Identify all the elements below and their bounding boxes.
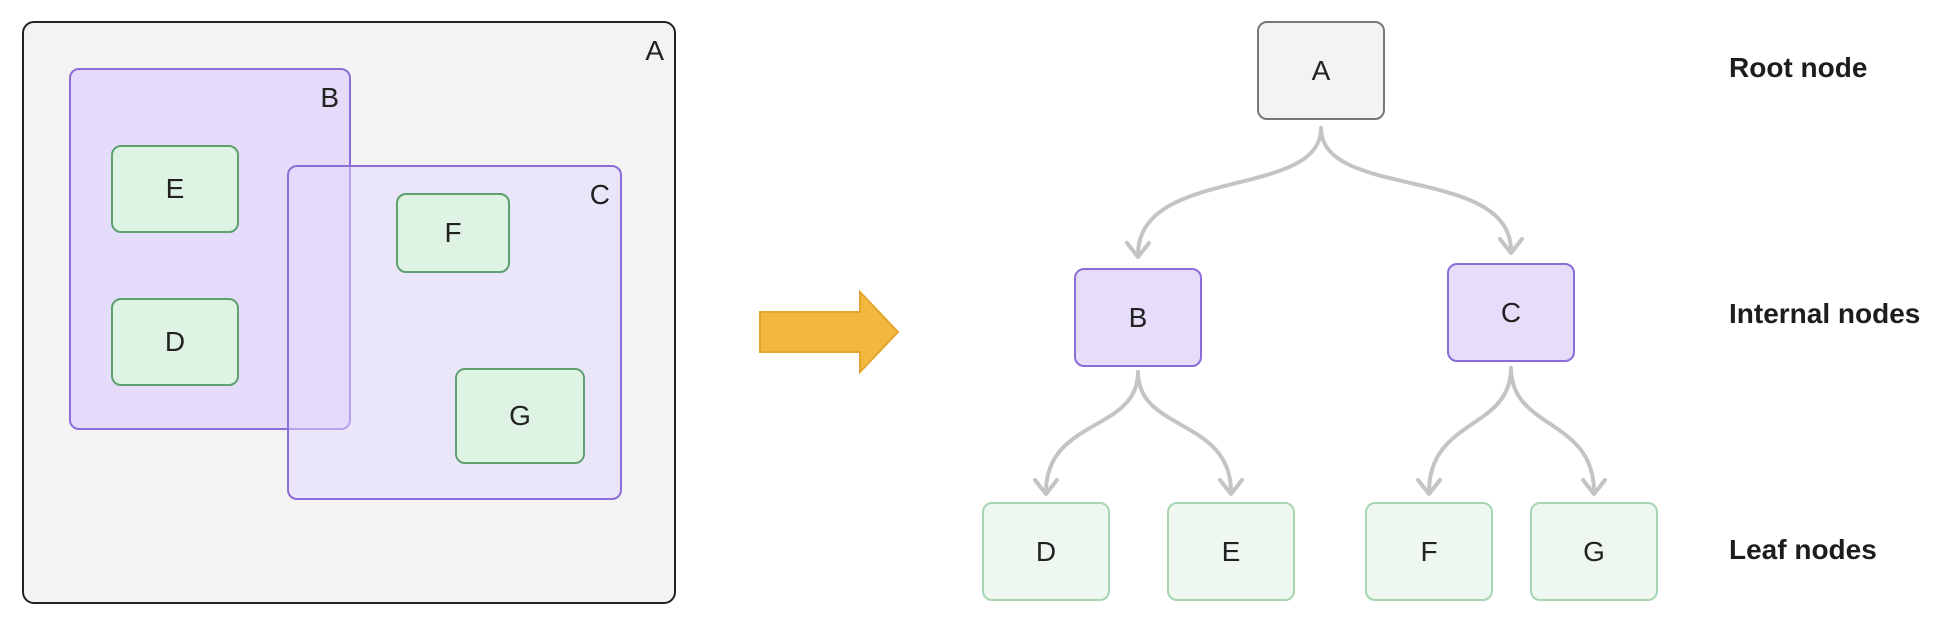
tree-node-leaf-f: F (1365, 502, 1493, 601)
tree-node-internal-c: C (1447, 263, 1575, 362)
tree-node-internal-b: B (1074, 268, 1202, 367)
nested-leaf-d: D (111, 298, 239, 386)
nested-leaf-e-label: E (165, 173, 185, 204)
level-label-internal: Internal nodes (1729, 298, 1921, 329)
set-a-label: A (645, 35, 664, 66)
edge-c-f (1427, 366, 1513, 494)
edge-b-d-arrowhead (1033, 478, 1059, 496)
tree-node-internal-c-label: C (1500, 296, 1522, 328)
tree-node-leaf-e: E (1167, 502, 1295, 601)
edge-a-c (1319, 126, 1513, 253)
nested-leaf-d-label: D (164, 326, 186, 357)
edge-c-g (1509, 366, 1596, 494)
nested-leaf-g-label: G (509, 400, 531, 431)
tree-node-leaf-d-label: D (1035, 535, 1057, 567)
right-arrow-icon (759, 290, 900, 374)
edge-b-e-arrowhead (1218, 478, 1244, 496)
edge-a-c-arrowhead (1498, 237, 1524, 255)
tree-node-leaf-e-label: E (1221, 535, 1241, 567)
tree-node-root-label: A (1311, 54, 1331, 86)
level-label-root: Root node (1729, 52, 1868, 83)
nested-leaf-f-label: F (444, 217, 462, 248)
nested-leaf-e: E (111, 145, 239, 233)
tree-node-leaf-g-label: G (1583, 535, 1605, 567)
tree-node-internal-b-label: B (1128, 301, 1148, 333)
set-c-label: C (589, 179, 610, 210)
edge-c-g-arrowhead (1581, 478, 1607, 496)
nested-leaf-f: F (396, 193, 510, 273)
level-label-leaf: Leaf nodes (1729, 534, 1877, 565)
nested-leaf-g: G (455, 368, 585, 464)
edge-c-f-arrowhead (1416, 478, 1442, 496)
edge-a-b (1136, 126, 1323, 257)
tree-node-leaf-g: G (1530, 502, 1658, 601)
edge-b-d (1044, 370, 1140, 494)
edge-a-b-arrowhead (1125, 241, 1151, 259)
tree-node-root: A (1257, 21, 1385, 120)
edge-b-e (1136, 370, 1233, 494)
set-b-label: B (320, 82, 339, 113)
tree-node-leaf-d: D (982, 502, 1110, 601)
tree-node-leaf-f-label: F (1420, 535, 1438, 567)
